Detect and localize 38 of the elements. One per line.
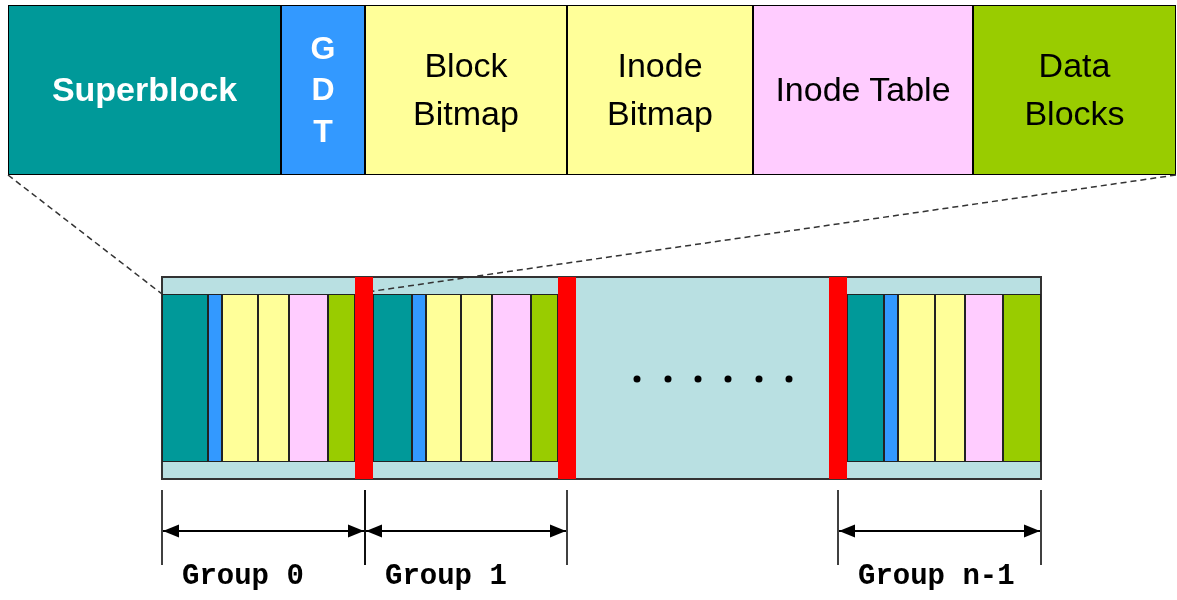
block-segment (935, 294, 965, 462)
block-segment (965, 294, 1003, 462)
block-segment (884, 294, 898, 462)
block-segment (412, 294, 426, 462)
group-label: Group 1 (385, 562, 507, 591)
zoom-guide-line (7, 174, 163, 295)
group-separator-bar (558, 277, 576, 479)
block-segment (898, 294, 935, 462)
block-type-box (281, 5, 365, 175)
block-type-box (365, 5, 567, 175)
group-label: Group 0 (182, 562, 304, 591)
block-label: Block Bitmap (412, 45, 520, 134)
block-type-box (973, 5, 1176, 175)
block-label: GDT (309, 28, 337, 151)
block-label: Superblock (50, 69, 239, 111)
block-segment (162, 294, 208, 462)
block-type-box (753, 5, 973, 175)
group-separator-bar (829, 277, 847, 479)
block-segment (208, 294, 222, 462)
block-segment (531, 294, 558, 462)
block-segment (328, 294, 355, 462)
block-segment (492, 294, 531, 462)
block-segment (426, 294, 461, 462)
block-label: Inode Table (774, 69, 952, 111)
block-type-box (8, 5, 281, 175)
block-label: Inode Bitmap (606, 45, 714, 134)
block-type-box (567, 5, 753, 175)
block-segment (289, 294, 328, 462)
group-separator-bar (355, 277, 373, 479)
block-segment (847, 294, 884, 462)
block-segment (258, 294, 289, 462)
block-segment (461, 294, 492, 462)
group-label: Group n-1 (858, 562, 1015, 591)
zoom-guide-line (372, 174, 1177, 292)
block-segment (222, 294, 258, 462)
block-segment (373, 294, 412, 462)
block-segment (1003, 294, 1041, 462)
block-label: Data Blocks (1023, 45, 1126, 134)
